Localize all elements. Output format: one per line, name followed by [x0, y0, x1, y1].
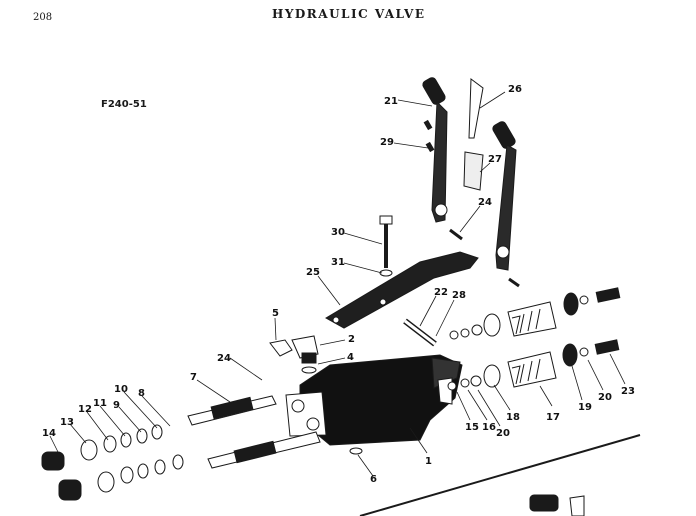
callout-14: 14	[42, 428, 56, 439]
callout-11: 11	[93, 398, 107, 409]
callout-5: 5	[272, 308, 279, 319]
callout-15: 15	[465, 422, 479, 433]
callout-22: 22	[434, 287, 448, 298]
link-arm-25	[324, 251, 479, 329]
callout-21: 21	[384, 96, 398, 107]
diagram-rule	[359, 434, 641, 516]
callout-7: 7	[190, 372, 197, 383]
callout-31: 31	[331, 257, 345, 268]
callout-13: 13	[60, 417, 74, 428]
callout-28: 28	[452, 290, 466, 301]
leader-lines	[49, 91, 626, 477]
callout-24-left: 24	[217, 353, 231, 364]
bolt-30	[379, 215, 393, 277]
callout-20: 20	[598, 392, 612, 403]
right-upper-spring-stack	[449, 287, 621, 340]
page-title: HYDRAULIC VALVE	[272, 7, 426, 21]
callout-24: 24	[478, 197, 492, 208]
callout-9: 9	[113, 400, 120, 411]
figure-code: F240-51	[101, 99, 147, 110]
callout-26: 26	[508, 84, 522, 95]
callout-30: 30	[331, 227, 345, 238]
callout-8: 8	[138, 388, 145, 399]
callout-27: 27	[488, 154, 502, 165]
page-number: 208	[33, 12, 53, 23]
callout-2: 2	[348, 334, 355, 345]
callout-12: 12	[78, 404, 92, 415]
partial-lever-bottom	[529, 494, 559, 512]
callout-18: 18	[506, 412, 520, 423]
callout-19: 19	[578, 402, 592, 413]
clip-27	[463, 151, 484, 191]
callout-23: 23	[621, 386, 635, 397]
right-lower-spring-stack	[447, 339, 620, 391]
callout-20-lower: 20	[496, 428, 510, 439]
spool-lower	[207, 431, 321, 469]
ring-6	[349, 447, 363, 455]
callout-29: 29	[380, 137, 394, 148]
left-lower-parts	[58, 454, 184, 501]
valve-body	[285, 354, 463, 446]
callout-17: 17	[546, 412, 560, 423]
spool-upper	[187, 395, 277, 426]
callout-6: 6	[370, 474, 377, 485]
left-upper-parts	[41, 424, 163, 471]
callout-1: 1	[425, 456, 432, 467]
callout-25: 25	[306, 267, 320, 278]
callout-16: 16	[482, 422, 496, 433]
elbow-fitting	[269, 339, 293, 357]
pin-26	[468, 78, 484, 139]
callout-labels: 21 26 29 27 24 30 31 25 22 28 5 2 4 24 7…	[42, 84, 635, 485]
control-lever-upper	[422, 77, 448, 223]
callout-4: 4	[347, 352, 354, 363]
control-lever-lower	[492, 121, 517, 271]
callout-10: 10	[114, 384, 128, 395]
